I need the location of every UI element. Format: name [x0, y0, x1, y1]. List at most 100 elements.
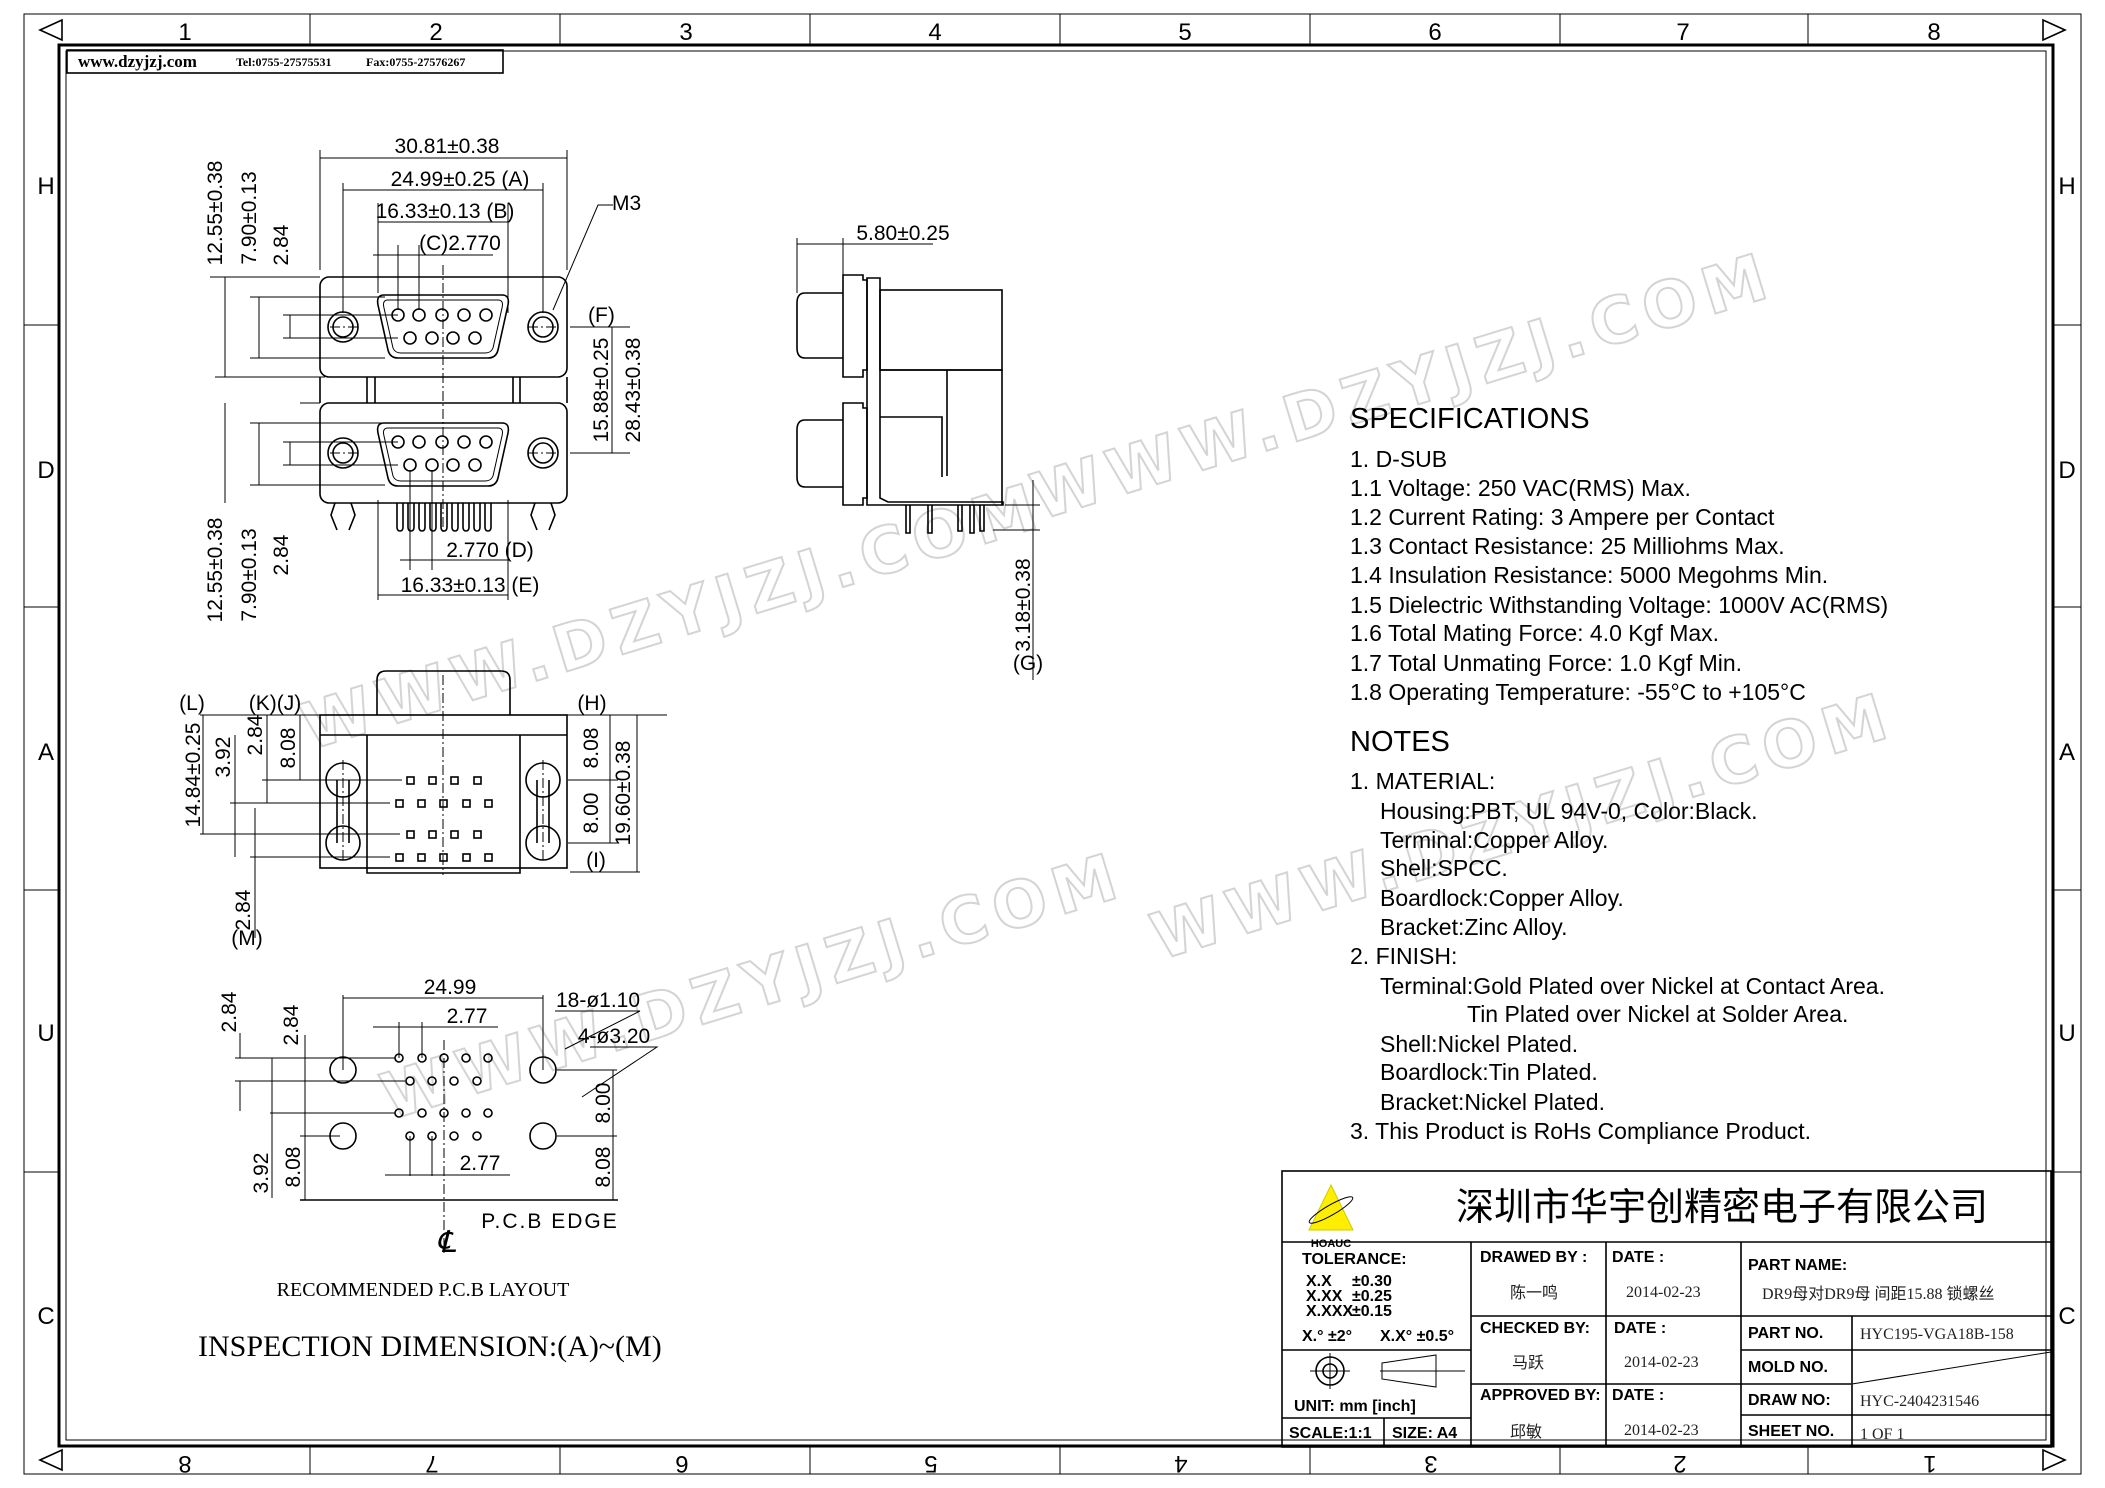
svg-text:SPECIFICATIONS: SPECIFICATIONS: [1350, 403, 1590, 435]
svg-text:HYC195-VGA18B-158: HYC195-VGA18B-158: [1860, 1326, 2014, 1343]
svg-text:TOLERANCE:: TOLERANCE:: [1302, 1251, 1407, 1268]
svg-text:1.3 Contact Resistance: 25: 1.3 Contact Resistance: 25 Milliohms Max…: [1350, 533, 1785, 559]
svg-text:PART NAME:: PART NAME:: [1748, 1257, 1847, 1274]
svg-text:D: D: [37, 457, 54, 484]
svg-text:6: 6: [1428, 19, 1441, 46]
svg-text:3.92: 3.92: [212, 737, 235, 778]
svg-text:2014-02-23: 2014-02-23: [1624, 1422, 1699, 1439]
side-view: 5.80±0.25 3.18±0.38 (G): [796, 222, 1043, 680]
svg-text:Tel:0755-27575531: Tel:0755-27575531: [236, 55, 332, 69]
svg-text:X.X: X.X: [1306, 1273, 1332, 1290]
svg-text:19.60±0.38: 19.60±0.38: [612, 741, 635, 846]
svg-text:±0.15: ±0.15: [1352, 1303, 1392, 1320]
company-name: 深圳市华宇创精密电子有限公司: [1456, 1185, 1988, 1229]
svg-text:8.08: 8.08: [277, 728, 300, 769]
svg-text:SCALE:1:1: SCALE:1:1: [1289, 1425, 1372, 1442]
svg-text:Terminal:Copper Alloy.: Terminal:Copper Alloy.: [1380, 827, 1608, 853]
svg-text:DR9母对DR9母 间距15.88 锁螺丝: DR9母对DR9母 间距15.88 锁螺丝: [1762, 1285, 1994, 1303]
svg-text:8.08: 8.08: [282, 1147, 305, 1188]
svg-text:4: 4: [1174, 1450, 1187, 1477]
svg-text:D: D: [2058, 457, 2075, 484]
svg-text:8: 8: [178, 1450, 191, 1477]
svg-text:2.84: 2.84: [270, 534, 293, 575]
svg-text:马跃: 马跃: [1512, 1354, 1544, 1372]
svg-text:4: 4: [928, 19, 941, 46]
svg-text:WWW.DZYJZJ.COM: WWW.DZYJZJ.COM: [373, 839, 1133, 1136]
company-logo: HOAUC: [1308, 1183, 1354, 1250]
svg-text:18-ø1.10: 18-ø1.10: [556, 989, 640, 1012]
svg-text:7: 7: [425, 1450, 438, 1477]
title-block: HOAUC 深圳市华宇创精密电子有限公司 TOLERANCE: X.X ±0.3…: [1281, 1170, 2052, 1448]
svg-text:(F): (F): [588, 304, 615, 327]
svg-text:P.C.B EDGE: P.C.B EDGE: [481, 1210, 619, 1233]
svg-text:±0.25: ±0.25: [1352, 1288, 1392, 1305]
front-view: 30.81±0.38 24.99±0.25 (A) 16.33±0.13 (B)…: [204, 135, 645, 622]
svg-text:U: U: [2058, 1020, 2075, 1047]
svg-text:DRAWED BY :: DRAWED BY :: [1480, 1249, 1587, 1266]
svg-text:CHECKED BY:: CHECKED BY:: [1480, 1320, 1590, 1337]
svg-text:DRAW NO:: DRAW NO:: [1748, 1392, 1831, 1409]
inspection-note: INSPECTION DIMENSION:(A)~(M): [198, 1330, 662, 1363]
svg-text:X.XX: X.XX: [1306, 1288, 1343, 1305]
svg-text:C: C: [37, 1303, 54, 1330]
specifications: SPECIFICATIONS 1. D-SUB 1.1 Voltage: 250…: [1350, 403, 1888, 705]
svg-text:WWW.DZYJZJ.COM: WWW.DZYJZJ.COM: [293, 469, 1053, 766]
svg-text:2.77: 2.77: [447, 1005, 488, 1028]
svg-text:RECOMMENDED P.C.B LAYOUT: RECOMMENDED P.C.B LAYOUT: [277, 1279, 570, 1301]
svg-text:DATE :: DATE :: [1614, 1320, 1666, 1337]
svg-text:UNIT: mm [inch]: UNIT: mm [inch]: [1294, 1398, 1416, 1415]
svg-text:(C)2.770: (C)2.770: [419, 232, 501, 255]
svg-text:5: 5: [1178, 19, 1191, 46]
svg-text:MOLD NO.: MOLD NO.: [1748, 1359, 1828, 1376]
svg-text:C: C: [2058, 1303, 2075, 1330]
svg-text:2: 2: [429, 19, 442, 46]
notes: NOTES 1. MATERIAL: Housing:PBT, UL 94V-0…: [1350, 726, 1885, 1144]
svg-text:M3: M3: [612, 192, 641, 215]
svg-text:7.90±0.13: 7.90±0.13: [238, 528, 261, 621]
svg-text:1. D-SUB: 1. D-SUB: [1350, 446, 1447, 472]
svg-text:3. This Product is RoHs C: 3. This Product is RoHs Compliance Produ…: [1350, 1118, 1811, 1144]
frame-column-labels: 1 2 3 4 5 6 7 8 8 7 6 5 4 3 2 1: [178, 19, 1940, 1477]
corner-arrow-icon: [38, 18, 2067, 1472]
svg-text:2.84: 2.84: [270, 224, 293, 265]
svg-text:(M): (M): [231, 927, 262, 950]
svg-text:7: 7: [1676, 19, 1689, 46]
svg-text:28.43±0.38: 28.43±0.38: [622, 338, 645, 443]
svg-text:(G): (G): [1013, 652, 1043, 675]
frame-row-labels: H D A U C H D A U C: [37, 173, 2075, 1330]
svg-text:℄: ℄: [436, 1226, 456, 1259]
svg-text:7.90±0.13: 7.90±0.13: [238, 171, 261, 264]
svg-text:2: 2: [1673, 1450, 1686, 1477]
svg-text:1. MATERIAL:: 1. MATERIAL:: [1350, 768, 1495, 794]
svg-text:DATE :: DATE :: [1612, 1387, 1664, 1404]
svg-text:1 OF 1: 1 OF 1: [1860, 1426, 1904, 1443]
svg-text:1.6 Total Mating Force: 4.: 1.6 Total Mating Force: 4.0 Kgf Max.: [1350, 620, 1719, 646]
svg-text:1.8 Operating Temperature:: 1.8 Operating Temperature: -55°C to +105…: [1350, 679, 1806, 705]
svg-text:2014-02-23: 2014-02-23: [1624, 1354, 1699, 1371]
svg-text:Bracket:Zinc Alloy.: Bracket:Zinc Alloy.: [1380, 914, 1567, 940]
svg-text:2014-02-23: 2014-02-23: [1626, 1284, 1701, 1301]
svg-text:A: A: [2059, 739, 2075, 766]
svg-text:3: 3: [1424, 1450, 1437, 1477]
svg-text:陈一鸣: 陈一鸣: [1510, 1284, 1558, 1302]
svg-text:DATE :: DATE :: [1612, 1249, 1664, 1266]
svg-text:APPROVED BY:: APPROVED BY:: [1480, 1387, 1601, 1404]
svg-text:8.00: 8.00: [592, 1083, 615, 1124]
svg-text:2.84: 2.84: [280, 1004, 303, 1045]
svg-text:12.55±0.38: 12.55±0.38: [204, 518, 227, 623]
svg-text:1.7 Total Unmating Force:: 1.7 Total Unmating Force: 1.0 Kgf Min.: [1350, 650, 1742, 676]
svg-text:24.99: 24.99: [424, 976, 477, 999]
svg-text:1: 1: [1923, 1450, 1936, 1477]
svg-text:A: A: [38, 739, 54, 766]
svg-text:H: H: [37, 173, 54, 200]
projection-symbol-icon: [1310, 1353, 1465, 1389]
svg-text:Shell:Nickel Plated.: Shell:Nickel Plated.: [1380, 1031, 1578, 1057]
svg-text:X.X° ±0.5°: X.X° ±0.5°: [1380, 1328, 1454, 1345]
svg-text:14.84±0.25: 14.84±0.25: [182, 723, 205, 828]
svg-text:15.88±0.25: 15.88±0.25: [590, 338, 613, 443]
svg-text:3.92: 3.92: [250, 1153, 273, 1194]
contact-header: www.dzyjzj.com Tel:0755-27575531 Fax:075…: [66, 49, 504, 74]
svg-text:2.770 (D): 2.770 (D): [446, 539, 534, 562]
svg-text:Terminal:Gold Plated over N: Terminal:Gold Plated over Nickel at Cont…: [1380, 973, 1885, 999]
